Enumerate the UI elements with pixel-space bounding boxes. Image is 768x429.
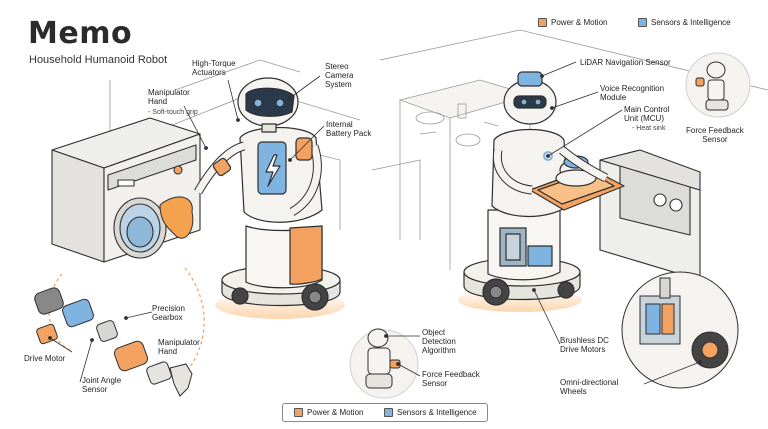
label-mcu-sub: - Heat sink bbox=[632, 125, 666, 132]
right-kitchen-backdrop bbox=[371, 29, 768, 270]
label-actuators: High-Torque Actuators bbox=[192, 59, 236, 77]
label-force-feedback-right: Force Feedback Sensor bbox=[686, 126, 744, 144]
legend-bottom-sensors-label: Sensors & Intelligence bbox=[397, 408, 477, 417]
label-lidar: LiDAR Navigation Sensor bbox=[580, 58, 671, 67]
page-subtitle: Household Humanoid Robot bbox=[29, 54, 168, 66]
label-joint-angle: Joint Angle Sensor bbox=[82, 376, 122, 394]
legend-top-sensors: Sensors & Intelligence bbox=[638, 18, 731, 27]
legend-top-sensors-label: Sensors & Intelligence bbox=[651, 18, 731, 27]
label-object-detection: Object Detection Algorithm bbox=[422, 328, 456, 355]
label-manipulator-hand-sub: - Soft-touch grip bbox=[148, 109, 198, 116]
label-battery-pack: Internal Battery Pack bbox=[326, 120, 372, 138]
label-force-feedback-center: Force Feedback Sensor bbox=[422, 370, 480, 388]
robot-right bbox=[458, 71, 625, 312]
label-manipulator-hand-2: Manipulator Hand bbox=[158, 338, 200, 356]
leader-lines bbox=[48, 61, 702, 385]
legend-top-power: Power & Motion bbox=[538, 18, 607, 27]
label-brushless: Brushless DC Drive Motors bbox=[560, 336, 609, 354]
power-swatch bbox=[538, 18, 547, 27]
robot-left bbox=[194, 77, 345, 319]
dishwasher bbox=[599, 149, 701, 281]
inset-force-robot bbox=[685, 52, 751, 118]
towel bbox=[159, 196, 194, 239]
legend-bottom-power-label: Power & Motion bbox=[307, 408, 364, 417]
sensors-swatch-bottom bbox=[384, 408, 393, 417]
label-drive-motor: Drive Motor bbox=[24, 354, 66, 363]
sensors-swatch bbox=[638, 18, 647, 27]
inset-object-robot bbox=[349, 328, 419, 399]
washing-machine bbox=[51, 117, 201, 263]
label-omni-wheels: Omni-directional Wheels bbox=[560, 378, 619, 396]
power-swatch-bottom bbox=[294, 408, 303, 417]
label-manipulator-hand: Manipulator Hand bbox=[148, 88, 190, 106]
wheel-cutaway bbox=[621, 271, 739, 389]
legend-top-power-label: Power & Motion bbox=[551, 18, 608, 27]
label-voice-module: Voice Recognition Module bbox=[600, 84, 665, 102]
legend-bottom-power: Power & Motion bbox=[294, 408, 363, 417]
exploded-arm bbox=[34, 267, 205, 397]
legend-bottom-sensors: Sensors & Intelligence bbox=[384, 408, 477, 417]
label-precision-gearbox: Precision Gearbox bbox=[152, 304, 185, 322]
page-title: Memo bbox=[28, 16, 133, 51]
label-mcu: Main Control Unit (MCU) bbox=[624, 105, 670, 123]
label-stereo-camera: Stereo Camera System bbox=[325, 62, 354, 89]
